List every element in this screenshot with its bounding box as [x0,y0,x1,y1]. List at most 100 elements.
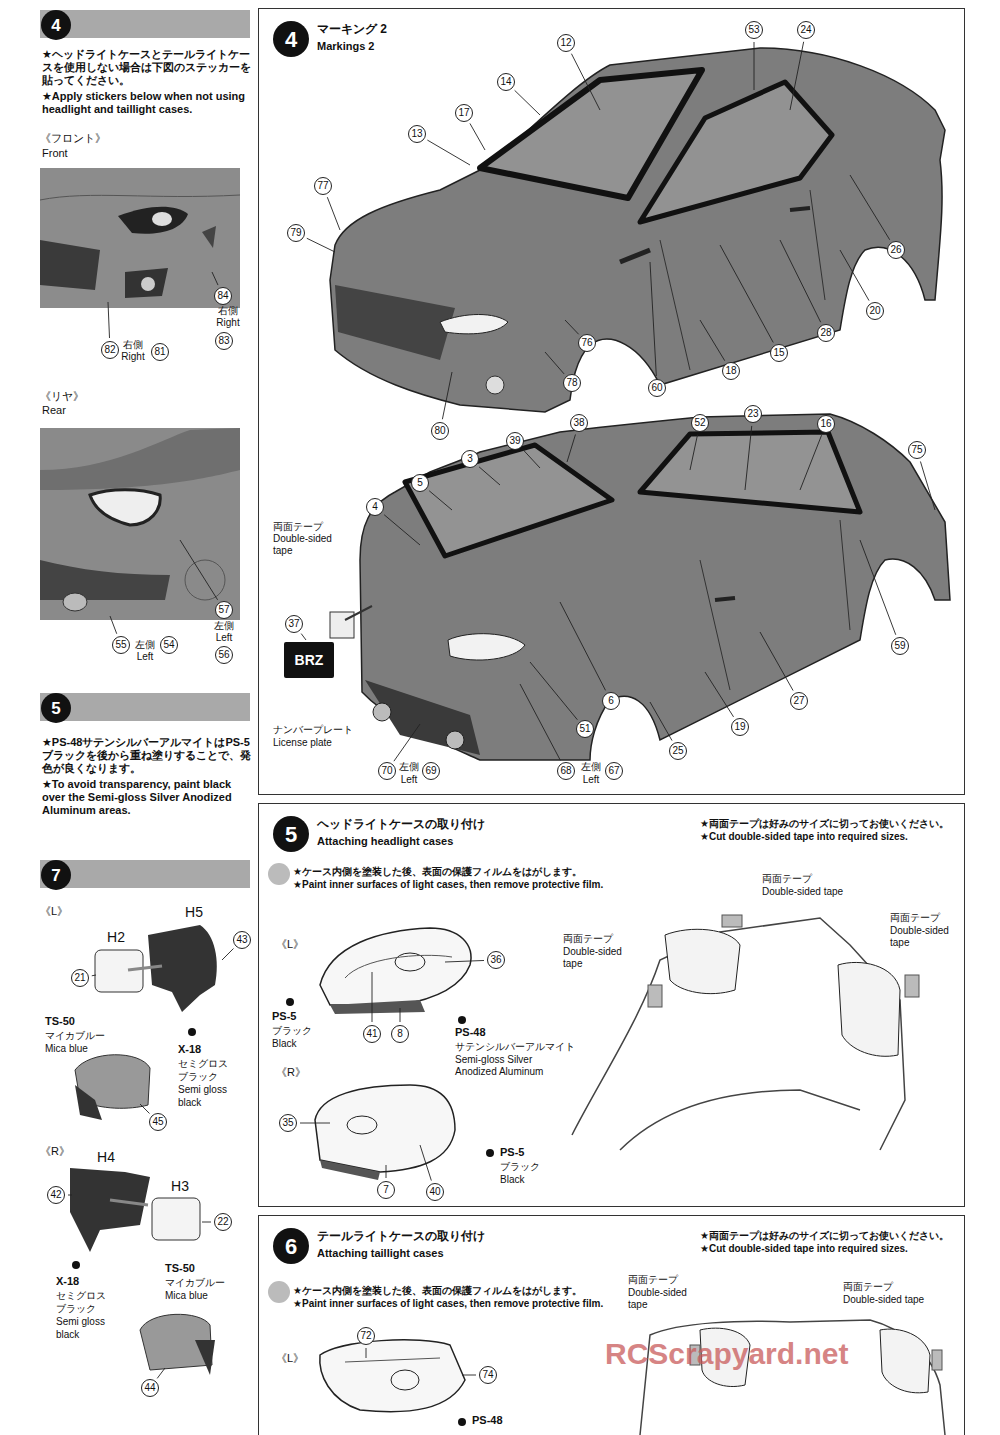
leader-line [790,42,804,110]
callout-number: 28 [817,324,835,342]
leader-line [429,491,452,510]
callout-number: 18 [722,362,740,380]
part-label: 左側 [399,761,419,773]
step-number-text: 5 [285,820,297,848]
leader-line [108,302,110,338]
leader-line [520,684,560,760]
note-text: PS-48 [455,1026,486,1039]
note-text: PS-5 [272,1010,296,1023]
callout-number: 76 [578,334,596,352]
step-number-text: 5 [51,697,60,719]
note-text: Black [272,1038,296,1050]
step-number: 4 [273,21,309,57]
leader-line [571,54,600,110]
leader-line [157,1368,165,1378]
callout-number: 70 [378,762,396,780]
leader-line [92,975,96,977]
leader-line [650,702,672,741]
callout-number: 56 [215,646,233,664]
callout-number: 52 [691,414,709,432]
callout-number: 84 [214,287,232,305]
callout-number: 35 [279,1114,297,1132]
car-rear-view [284,414,950,760]
leader-line [470,123,485,150]
note-text: ★PS-48サテンシルバーアルマイトはPS-5ブラックを後から重ね塗りすることで… [42,736,252,776]
note-text: ブラック [272,1025,312,1037]
car-front-view [330,48,945,412]
callout-number: 42 [47,1186,65,1204]
note-text: ★両面テープは好みのサイズに切ってお使いください。 [700,818,949,830]
step-panel: マーキング 2Markings 24 [258,8,965,795]
callout-number: 44 [141,1379,159,1397]
step-number: 7 [41,860,71,890]
note-text: Double-sided tape [762,886,843,898]
note-text: ナンバープレート [273,724,353,736]
note-text: Black [500,1174,524,1186]
leader-line [307,238,335,252]
note-text: PS-48 [472,1414,503,1427]
part-label: 左側 [135,639,155,651]
note-text: Mica blue [45,1043,88,1055]
part-label: 左側 [214,620,234,632]
note-text: ブラック [500,1161,540,1173]
leader-line [180,540,218,600]
leader-line [860,540,896,635]
headlight-cases [268,863,919,1180]
note-text: 《L》 [276,938,304,951]
note-text: TS-50 [45,1015,75,1028]
note-text: マイカブルー [45,1030,105,1042]
note-text: TS-50 [165,1262,195,1275]
note-text: RCScrapyard.net [605,1336,848,1372]
note-text: 両面テープ [563,933,613,945]
taillight-cases [268,1281,945,1435]
callout-number: 23 [744,405,762,423]
callout-number: 82 [101,341,119,359]
callout-number: 14 [497,73,515,91]
callout-number: 55 [112,636,130,654]
leader-line [327,197,340,230]
callout-number: 13 [408,125,426,143]
note-text: ★To avoid transparency, paint black over… [42,778,252,818]
leader-line [212,272,218,285]
note-text: セミグロス [56,1290,106,1302]
rear-sticker-photo [40,428,240,620]
note-text: ★Paint inner surfaces of light cases, th… [293,879,603,891]
note-text: マイカブルー [165,1277,225,1289]
callout-number: 79 [287,224,305,242]
leader-line [800,435,822,490]
leader-line [780,240,821,322]
callout-number: 24 [797,21,815,39]
note-text: ブラック [56,1303,96,1315]
callout-number: 36 [487,951,505,969]
leader-line [384,515,420,545]
leader-line [394,724,420,761]
leader-line [560,602,606,690]
note-text: black [178,1097,201,1109]
leader-line [110,616,117,634]
note-text: 《L》 [276,1352,304,1365]
step-number-text: 4 [285,25,297,53]
note-text: 《R》 [40,1145,70,1158]
leader-line [920,461,935,510]
leader-line [445,960,484,962]
callout-number: 3 [461,450,479,468]
callout-number: 51 [576,720,594,738]
note-text: ★Apply stickers below when not using hea… [42,90,252,116]
callout-number: 19 [731,718,749,736]
callout-number: 7 [377,1181,395,1199]
leader-line [840,250,869,301]
front-sticker-photo [40,168,240,308]
note-text: 両面テープ [843,1281,893,1293]
note-text: ★Cut double-sided tape into required siz… [700,831,908,843]
note-text: X-18 [56,1275,79,1288]
step-number-text: 4 [51,14,60,36]
leader-line [140,1104,150,1114]
part-label: Right [121,351,144,363]
part-label: H2 [107,929,125,946]
callout-number: 83 [215,332,233,350]
callout-number: 4 [366,498,384,516]
callout-number: 16 [817,415,835,433]
